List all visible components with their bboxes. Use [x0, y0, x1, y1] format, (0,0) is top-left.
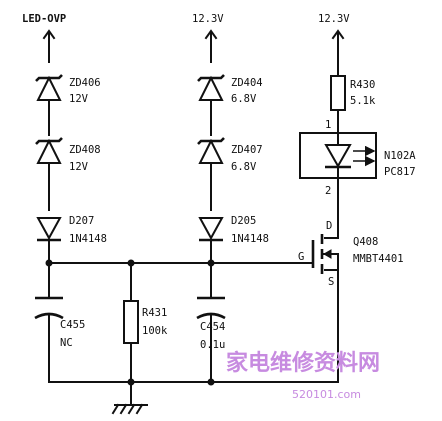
q408-value: MMBT4401	[353, 253, 404, 265]
zener-zd404	[197, 74, 225, 101]
c454-value: 0.1u	[200, 339, 225, 351]
n102a-value: PC817	[384, 166, 416, 178]
d205-ref: D205	[231, 215, 256, 227]
watermark-url: 520101.com	[292, 388, 361, 401]
zd404-ref: ZD404	[231, 77, 263, 89]
q408-pin-s: S	[328, 276, 334, 288]
ground-symbol	[111, 403, 148, 415]
net-12v3-left: 12.3V	[192, 13, 224, 25]
resistor-r430	[330, 75, 346, 111]
c454-ref: C454	[200, 321, 225, 333]
r430-ref: R430	[350, 79, 375, 91]
diode-d207	[36, 217, 62, 242]
zener-zd407	[197, 137, 225, 164]
n102a-ref: N102A	[384, 150, 416, 162]
opto-pin-2: 2	[325, 185, 331, 197]
opto-pin-1: 1	[325, 119, 331, 131]
zd408-value: 12V	[69, 161, 89, 173]
zd406-ref: ZD406	[69, 77, 101, 89]
q408-pin-g: G	[298, 251, 304, 263]
resistor-r431	[123, 300, 139, 344]
c455-ref: C455	[60, 319, 85, 331]
r431-ref: R431	[142, 307, 167, 319]
d207-ref: D207	[69, 215, 94, 227]
c455-value: NC	[60, 337, 73, 349]
d207-value: 1N4148	[69, 233, 107, 245]
wires	[48, 32, 339, 406]
zener-zd408	[35, 137, 63, 164]
zd408-ref: ZD408	[69, 144, 101, 156]
optocoupler-n102a	[299, 132, 377, 179]
zener-zd406	[35, 74, 63, 101]
zd407-ref: ZD407	[231, 144, 263, 156]
q408-ref: Q408	[353, 236, 378, 248]
r430-value: 5.1k	[350, 95, 376, 107]
diode-d205	[198, 217, 224, 242]
net-led-ovp: LED-OVP	[22, 13, 66, 25]
junctions	[45, 259, 215, 386]
r431-value: 100k	[142, 325, 168, 337]
zd404-value: 6.8V	[231, 93, 257, 105]
capacitor-c454	[196, 296, 226, 320]
transistor-q408	[311, 234, 339, 274]
q408-pin-d: D	[326, 220, 332, 232]
capacitor-c455	[34, 296, 64, 320]
zd406-value: 12V	[69, 93, 89, 105]
supply-arrows	[42, 29, 345, 40]
zd407-value: 6.8V	[231, 161, 257, 173]
watermark-text: 家电维修资料网	[226, 350, 380, 376]
d205-value: 1N4148	[231, 233, 269, 245]
net-12v3-right: 12.3V	[318, 13, 350, 25]
